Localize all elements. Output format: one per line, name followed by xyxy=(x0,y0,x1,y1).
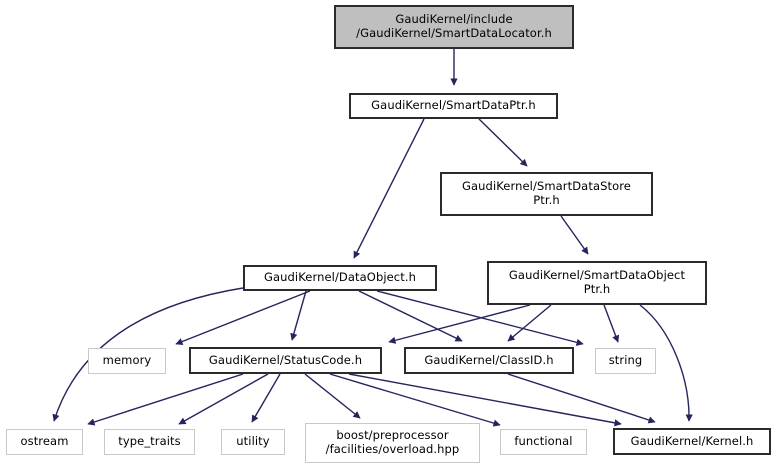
node-functional[interactable]: functional xyxy=(500,429,587,455)
edge-smartdataptr-to-smartdatastore xyxy=(478,118,528,167)
edge-statuscode-to-boost_overload xyxy=(304,373,361,419)
node-label: GaudiKernel/StatusCode.h xyxy=(208,352,363,367)
node-label: memory xyxy=(102,353,152,368)
node-label: GaudiKernel/Kernel.h xyxy=(630,433,754,448)
node-utility[interactable]: utility xyxy=(221,429,285,455)
node-dataobject[interactable]: GaudiKernel/DataObject.h xyxy=(243,265,437,291)
edge-statuscode-to-functional xyxy=(329,373,501,427)
edge-dataobject-to-classid xyxy=(358,290,463,342)
node-smartdatastore[interactable]: GaudiKernel/SmartDataStore Ptr.h xyxy=(440,172,653,216)
edge-dataobject-to-statuscode xyxy=(290,290,307,341)
node-smartdatalocator[interactable]: GaudiKernel/include /GaudiKernel/SmartDa… xyxy=(334,5,574,49)
edge-statuscode-to-kernel xyxy=(348,373,622,427)
node-label: GaudiKernel/SmartDataPtr.h xyxy=(371,98,536,113)
node-label: string xyxy=(608,353,643,368)
node-label: type_traits xyxy=(118,434,181,449)
node-type_traits[interactable]: type_traits xyxy=(104,429,195,455)
node-label: GaudiKernel/DataObject.h xyxy=(263,270,416,285)
edge-classid-to-kernel xyxy=(507,373,656,424)
node-label: utility xyxy=(236,434,270,449)
node-label: GaudiKernel/ClassID.h xyxy=(424,352,554,367)
edge-smartdataobject-to-string xyxy=(603,304,620,343)
edge-smartdatastore-to-smartdataobject xyxy=(560,215,589,255)
edge-smartdataobject-to-classid xyxy=(507,304,552,342)
edge-smartdataptr-to-dataobject xyxy=(353,118,425,259)
node-memory[interactable]: memory xyxy=(88,348,166,374)
node-smartdataobject[interactable]: GaudiKernel/SmartDataObject Ptr.h xyxy=(487,261,707,305)
node-label: ostream xyxy=(20,434,69,449)
edge-statuscode-to-utility xyxy=(251,373,281,423)
edge-dataobject-to-memory xyxy=(175,290,311,345)
node-smartdataptr[interactable]: GaudiKernel/SmartDataPtr.h xyxy=(349,93,558,119)
node-statuscode[interactable]: GaudiKernel/StatusCode.h xyxy=(189,347,382,374)
node-label: boost/preprocessor /facilities/overload.… xyxy=(325,428,460,456)
node-kernel[interactable]: GaudiKernel/Kernel.h xyxy=(613,428,771,455)
node-classid[interactable]: GaudiKernel/ClassID.h xyxy=(404,347,574,374)
node-label: functional xyxy=(514,434,573,449)
node-label: GaudiKernel/SmartDataStore Ptr.h xyxy=(462,179,631,207)
node-string[interactable]: string xyxy=(595,348,656,374)
node-label: GaudiKernel/include /GaudiKernel/SmartDa… xyxy=(356,12,552,40)
edge-statuscode-to-ostream xyxy=(87,373,244,426)
node-boost_overload[interactable]: boost/preprocessor /facilities/overload.… xyxy=(305,423,480,463)
node-label: GaudiKernel/SmartDataObject Ptr.h xyxy=(508,268,686,296)
node-ostream[interactable]: ostream xyxy=(6,429,83,455)
edge-statuscode-to-type_traits xyxy=(178,373,269,425)
edge-smartdataobject-to-statuscode xyxy=(388,304,531,344)
